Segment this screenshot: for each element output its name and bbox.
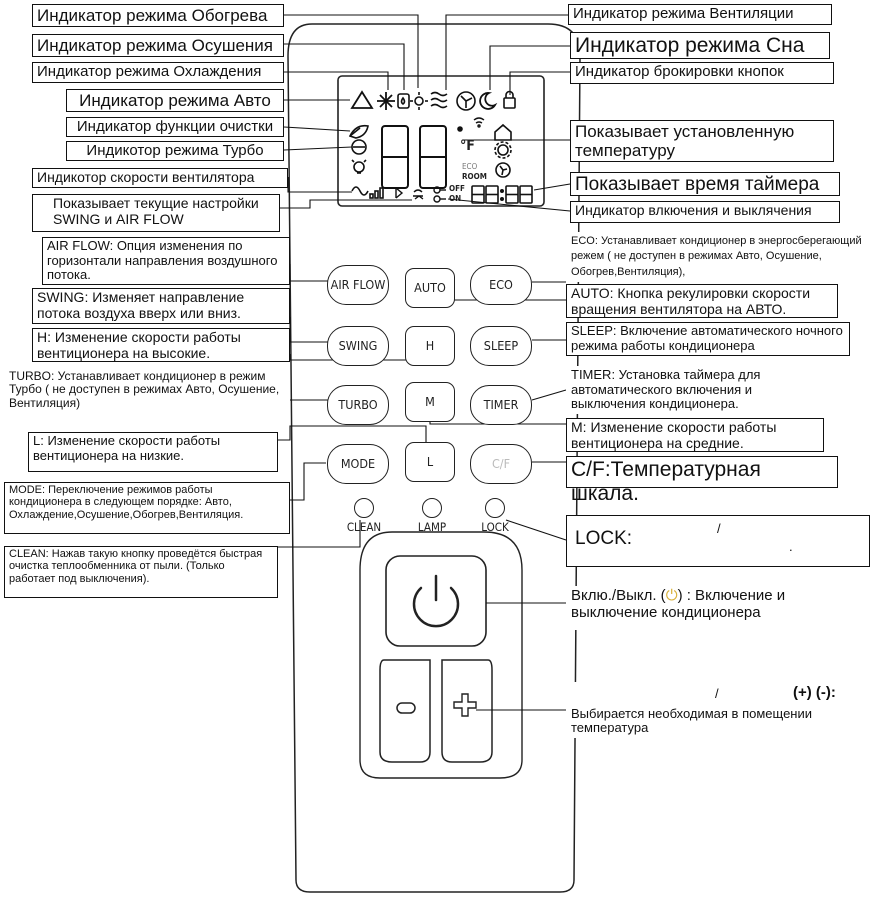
desc-temperature: / (+) (-): Выбирается необходимая в поме…: [566, 682, 872, 738]
sleep-moon-icon: [479, 92, 498, 110]
cf-button[interactable]: C/F: [470, 444, 532, 484]
h-button[interactable]: H: [405, 326, 455, 366]
fan-speed-bars-icon: [351, 186, 384, 199]
label-dry-indicator: Индикатор режима Осушения: [32, 34, 284, 57]
lcd-room-label: ROOM: [462, 172, 487, 181]
mode-button[interactable]: MODE: [327, 444, 389, 484]
airflow-button[interactable]: AIR FLOW: [327, 265, 389, 305]
auto-button[interactable]: AUTO: [405, 268, 455, 308]
desc-temp-slash: /: [715, 686, 719, 701]
lcd-off-label: OFF: [449, 184, 465, 193]
label-fan-speed-indicator: Индикотор скорости вентилятора: [32, 168, 288, 188]
minus-button[interactable]: [380, 660, 430, 762]
swing-button[interactable]: SWING: [327, 326, 389, 366]
sun-icon: [410, 92, 428, 110]
turbo-button[interactable]: TURBO: [327, 385, 389, 425]
fan-mode-icon: [456, 91, 476, 111]
timer-button[interactable]: TIMER: [470, 385, 532, 425]
label-turbo-indicator: Индикотор режима Турбо: [66, 141, 284, 161]
snowflake-icon: [377, 92, 395, 110]
clean-button[interactable]: [354, 498, 374, 518]
m-button[interactable]: M: [405, 382, 455, 422]
plus-button[interactable]: [442, 660, 492, 762]
desc-l: L: Изменение скорости работы вентиционер…: [28, 432, 278, 472]
desc-eco: ECO: Устанавливает кондиционер в энергос…: [566, 232, 872, 282]
power-icon: [412, 574, 460, 628]
desc-cf: C/F:Температурная шкала.: [566, 456, 838, 505]
label-timer-time: Показывает время таймера: [570, 172, 840, 196]
power-button[interactable]: [386, 556, 486, 646]
leader-lines: [278, 14, 571, 711]
desc-turbo: TURBO: Устанавливает кондиционер в режим…: [4, 368, 288, 424]
desc-lock-box: LOCK: / .: [566, 515, 870, 567]
desc-lock-dot: .: [789, 539, 793, 554]
gear-icon: [494, 141, 512, 159]
timer-clock-icon: [433, 186, 446, 203]
desc-lock-slash: /: [717, 521, 721, 536]
label-sleep-indicator: Индикатор режима Сна: [570, 32, 830, 59]
label-set-temperature: Показывает установленную температуру: [570, 120, 834, 162]
lcd-degree-unit: °F: [460, 138, 475, 154]
clean-leaf-icon: [348, 124, 369, 139]
desc-auto: AUTO: Кнопка рекулировки скорости вращен…: [566, 284, 838, 318]
power-glyph-icon: ⏻: [665, 587, 678, 604]
house-icon: [494, 123, 512, 141]
desc-temp-keys: (+) (-):: [793, 684, 836, 701]
label-cool-indicator: Индикатор режима Охлаждения: [32, 62, 284, 83]
desc-power: Вклю./Выкл. (⏻) : Включение и выключение…: [566, 586, 846, 630]
lock-button-label: LOCK: [481, 520, 509, 534]
desc-timer: TIMER: Установка таймера для автоматичес…: [566, 366, 830, 414]
auto-triangle-icon: [350, 90, 374, 109]
label-swing-airflow-indicator: Показывает текущие настройки SWING и AIR…: [32, 194, 280, 232]
swing-icon: [395, 187, 404, 199]
desc-lock: LOCK:: [575, 528, 633, 549]
dry-drop-icon: [397, 93, 410, 109]
label-auto-indicator: Индикатор режима Авто: [66, 89, 284, 112]
fan-waves-icon: [430, 91, 448, 109]
desc-temp-text: Выбирается необходимая в помещении темпе…: [571, 706, 812, 736]
clean-button-label: CLEAN: [346, 520, 382, 534]
desc-power-prefix: Вклю./Выкл. (: [571, 587, 666, 604]
desc-swing: SWING: Изменяет направление потока возду…: [32, 288, 290, 324]
label-lock-indicator: Индикатор брокировки кнопок: [570, 62, 834, 84]
desc-mode: MODE: Переключение режимов работы кондиц…: [4, 482, 290, 534]
label-heat-indicator: Индикатор режима Обогрева: [32, 4, 284, 27]
l-button[interactable]: L: [405, 442, 455, 482]
desc-airflow: AIR FLOW: Опция изменения по горизонтали…: [42, 237, 290, 285]
wifi-icon: [473, 117, 485, 128]
desc-power-suffix: ) : Включение и выключение кондиционера: [571, 587, 786, 621]
eco-button[interactable]: ECO: [470, 265, 532, 305]
label-clean-indicator: Индикатор функции очистки: [66, 117, 284, 137]
desc-sleep: SLEEP: Включение автоматического ночного…: [566, 322, 850, 356]
airflow-icon: [413, 189, 424, 200]
plus-icon: [453, 693, 477, 717]
label-fan-mode-indicator: Индикатор режима Вентиляции: [568, 4, 832, 25]
lamp-icon: [351, 159, 367, 174]
sleep-button[interactable]: SLEEP: [470, 326, 532, 366]
lamp-button[interactable]: [422, 498, 442, 518]
lcd-eco-label: ECO: [462, 162, 478, 171]
desc-clean: CLEAN: Нажав такую кнопку проведётся быс…: [4, 546, 278, 598]
lcd-timer-digits: [471, 185, 533, 204]
fan-round-icon: [495, 162, 511, 178]
desc-m: M: Изменение скорости работы вентиционер…: [566, 418, 824, 452]
minus-icon: [396, 702, 416, 714]
lcd-big-digits: [381, 125, 463, 189]
desc-h: H: Изменение скорости работы вентиционер…: [32, 328, 290, 362]
label-on-off-indicator: Индикатор влкючения и выклячения: [570, 201, 840, 223]
lcd-on-label: ON: [449, 194, 462, 203]
lamp-button-label: LAMP: [417, 520, 447, 534]
lock-button[interactable]: [485, 498, 505, 518]
